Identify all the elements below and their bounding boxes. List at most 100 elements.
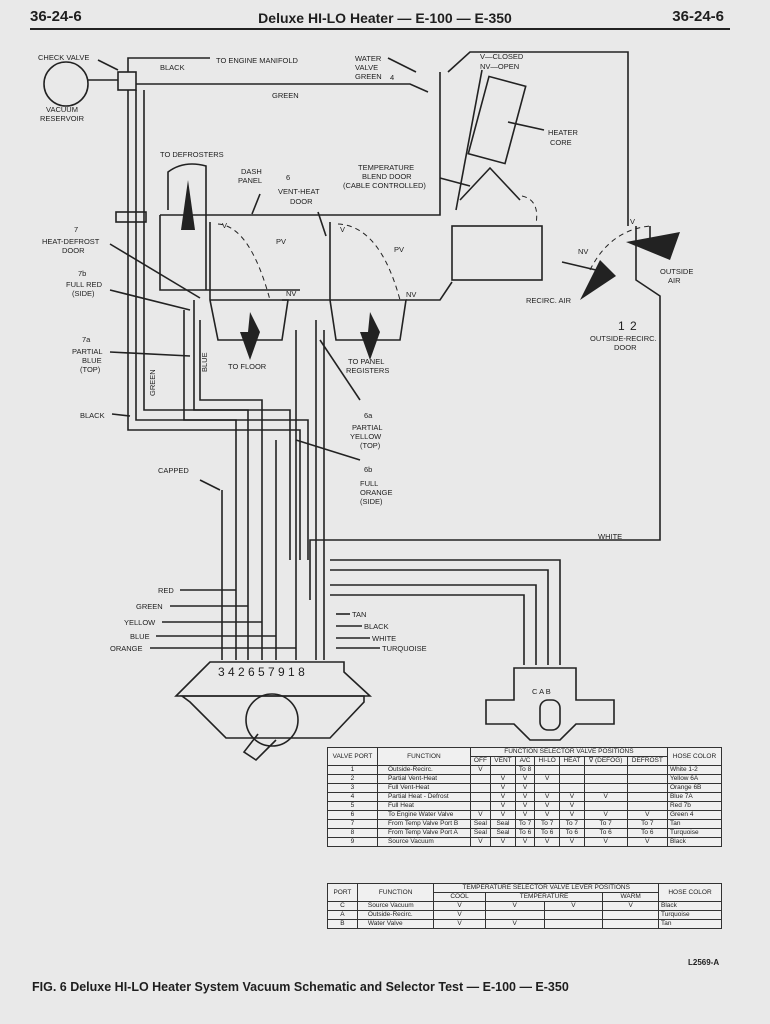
svg-text:DASH: DASH [241,167,262,176]
svg-text:(SIDE): (SIDE) [72,289,95,298]
svg-text:ORANGE: ORANGE [360,488,393,497]
svg-text:V: V [340,225,345,234]
table-cell: V [433,901,486,911]
table-cell: V [514,837,536,847]
table-cell: 9 [327,837,378,847]
table-cell [602,919,659,929]
table-cell: V [559,810,585,820]
svg-text:NV: NV [406,290,416,299]
table-cell [559,783,585,793]
table-cell: V [489,783,516,793]
table-cell: Source Vacuum [356,901,435,911]
table-cell: V [514,783,536,793]
table-cell: V [469,765,491,775]
table-cell [583,783,628,793]
table-cell: From Temp Valve Port A [376,828,471,838]
svg-text:7a: 7a [82,335,91,344]
svg-text:C A B: C A B [532,687,551,696]
table-cell: To 7 [534,819,561,829]
svg-text:TO PANEL: TO PANEL [348,357,384,366]
page-number-right: 36-24-6 [672,8,724,25]
table-cell [469,792,491,802]
table-cell: Outside-Recirc. [376,765,471,775]
table-cell [583,774,628,784]
svg-text:BLEND DOOR: BLEND DOOR [362,172,412,181]
table-cell: V [583,837,628,847]
svg-text:GREEN: GREEN [148,369,157,396]
table-cell [583,801,628,811]
svg-text:PV: PV [394,245,404,254]
svg-text:GREEN: GREEN [136,602,163,611]
svg-text:2: 2 [630,319,637,333]
table-cell: V [469,810,491,820]
svg-text:GREEN: GREEN [272,91,299,100]
table-cell: Green 4 [666,810,723,820]
svg-text:BLACK: BLACK [80,411,105,420]
table-cell: V [626,810,668,820]
table-cell: V [559,837,585,847]
svg-text:V: V [630,217,635,226]
svg-text:6b: 6b [364,465,372,474]
table-cell [469,783,491,793]
table-cell: Partial Heat - Defrost [376,792,471,802]
table-cell: 7 [327,819,378,829]
table-cell [484,910,545,920]
svg-text:RESERVOIR: RESERVOIR [40,114,85,123]
svg-text:4: 4 [390,73,394,82]
svg-text:PARTIAL: PARTIAL [72,347,103,356]
table-cell: 2 [327,774,378,784]
table-cell: V [534,774,561,784]
svg-text:(TOP): (TOP) [360,441,381,450]
table-cell: V [602,901,659,911]
svg-text:CORE: CORE [550,138,572,147]
svg-text:3 4 2 6 5 7 9 1 8: 3 4 2 6 5 7 9 1 8 [218,665,305,679]
table-cell: 4 [327,792,378,802]
svg-text:GREEN: GREEN [355,72,382,81]
table-cell: To Engine Water Valve [376,810,471,820]
svg-text:DOOR: DOOR [62,246,85,255]
table-cell: V [514,801,536,811]
svg-text:TO DEFROSTERS: TO DEFROSTERS [160,150,224,159]
svg-text:(CABLE CONTROLLED): (CABLE CONTROLLED) [343,181,426,190]
table-cell [626,774,668,784]
table-cell: V [489,801,516,811]
table-cell: Source Vacuum [376,837,471,847]
svg-text:DOOR: DOOR [290,197,313,206]
table-cell: V [433,910,486,920]
svg-text:(SIDE): (SIDE) [360,497,383,506]
svg-text:AIR: AIR [668,276,681,285]
svg-text:CAPPED: CAPPED [158,466,189,475]
table-cell: Red 7b [666,801,723,811]
table-cell: V [489,792,516,802]
table-cell [559,774,585,784]
svg-text:7: 7 [74,225,78,234]
table-cell: V [484,901,545,911]
temperature-selector-table: PORT FUNCTION TEMPERATURE SELECTOR VALVE… [327,883,723,929]
table-cell: Tan [657,919,723,929]
table-cell: V [534,792,561,802]
table-cell: V [626,837,668,847]
function-selector-shape [174,661,373,697]
table-cell: From Temp Valve Port B [376,819,471,829]
svg-text:YELLOW: YELLOW [124,618,156,627]
table-cell: C [327,901,358,911]
table-cell: To 6 [514,828,536,838]
table-cell: To 7 [626,819,668,829]
svg-text:REGISTERS: REGISTERS [346,366,389,375]
table-cell: 8 [327,828,378,838]
table-cell [534,765,561,775]
table-cell [543,919,604,929]
table-cell: Full Vent-Heat [376,783,471,793]
svg-text:NV: NV [578,247,588,256]
table-cell: A [327,910,358,920]
svg-text:DOOR: DOOR [614,343,637,352]
svg-text:BLUE: BLUE [130,632,150,641]
table-cell [626,801,668,811]
